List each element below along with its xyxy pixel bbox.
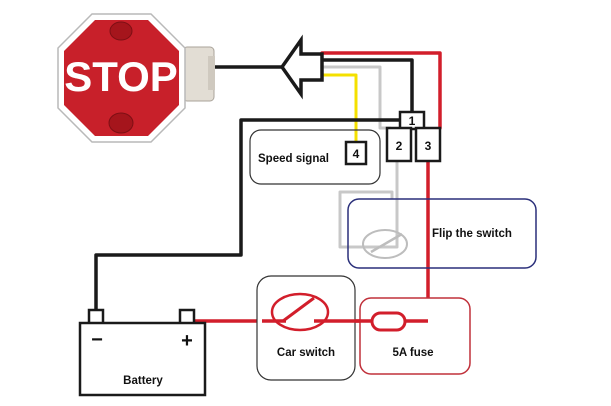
battery-minus-sign: −: [91, 329, 103, 351]
fuse-box: 5A fuse: [339, 297, 471, 375]
red-wire-top: [320, 51, 442, 130]
car-switch-box: Car switch: [256, 275, 356, 381]
battery: − + Battery: [78, 308, 207, 397]
stop-sign-text: STOP: [64, 53, 178, 100]
fuse-label: 5A fuse: [392, 347, 433, 359]
stop-sign: STOP: [57, 13, 215, 143]
red-wire-fuse: [403, 160, 430, 323]
terminal-1-label: 1: [409, 114, 416, 128]
stop-sign-bottom-light: [108, 112, 134, 134]
speed-signal-box: Speed signal 4: [249, 129, 381, 185]
terminal-3: [414, 126, 442, 163]
speed-signal-label: Speed signal: [258, 153, 329, 165]
stop-sign-top-light: [109, 21, 133, 41]
battery-label: Battery: [123, 375, 163, 387]
terminal-2-label: 2: [396, 139, 403, 153]
flip-switch-box: Flip the switch: [347, 198, 537, 269]
black-wire-terminal1: [320, 58, 414, 114]
car-switch-label: Car switch: [277, 347, 335, 359]
car-switch-icon: [270, 292, 330, 332]
connector-arrow: [279, 34, 324, 100]
battery-plus-sign: +: [181, 330, 193, 352]
battery-body: [78, 321, 207, 397]
flip-switch-icon: [362, 229, 408, 259]
yellow-wire: [320, 73, 358, 144]
black-wire-ground: [94, 118, 402, 318]
fuse-icon: [370, 311, 407, 332]
terminal-2: [385, 126, 413, 163]
terminal-4: [344, 140, 368, 166]
flip-switch-label: Flip the switch: [432, 228, 512, 240]
terminal-3-label: 3: [425, 139, 432, 153]
terminal-block: 1 2 3: [385, 110, 442, 163]
terminal-4-label: 4: [353, 147, 360, 161]
